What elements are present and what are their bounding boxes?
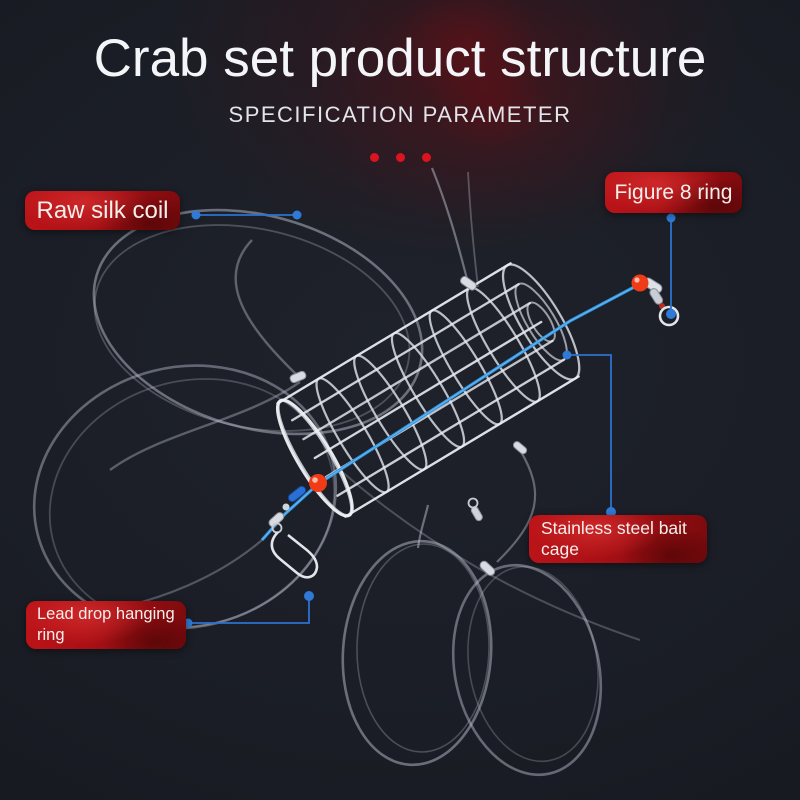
leader-dot (666, 213, 676, 223)
divider-dots (0, 153, 800, 162)
leader-dot (606, 507, 616, 517)
callout-raw-silk-coil: Raw silk coil (25, 191, 180, 230)
bait-cage-wire (275, 262, 581, 518)
page-subtitle: SPECIFICATION PARAMETER (228, 102, 572, 127)
divider-dot (421, 153, 431, 162)
leader-raw-silk-coil (191, 210, 302, 220)
divider-dot (369, 153, 379, 162)
callout-leaders (183, 210, 676, 628)
leader-bait-cage (562, 350, 616, 517)
leader-dot (183, 618, 193, 628)
divider-dot (395, 153, 405, 162)
snap-clip (270, 531, 319, 579)
leader-dot (562, 350, 572, 360)
callout-lead-drop-hanging-ring: Lead drop hanging ring (26, 601, 186, 649)
leader-figure-8-ring (666, 213, 676, 319)
red-stop-bead-top (631, 274, 649, 292)
page-title: Crab set product structure (93, 29, 707, 88)
leader-dot (304, 591, 314, 601)
leader-dot (191, 210, 201, 220)
figure8-ring-hardware (631, 274, 680, 327)
red-stop-bead-bottom (309, 474, 327, 492)
callout-figure-8-ring: Figure 8 ring (605, 172, 742, 213)
cage-crimps (289, 276, 528, 576)
leader-dot (292, 210, 302, 220)
leader-dot (666, 309, 676, 319)
snap-swivel-hardware (268, 474, 327, 579)
figure8-ring (658, 305, 680, 327)
callout-stainless-steel-bait-cage: Stainless steel bait cage (529, 515, 707, 563)
leader-lead-drop (183, 591, 314, 628)
